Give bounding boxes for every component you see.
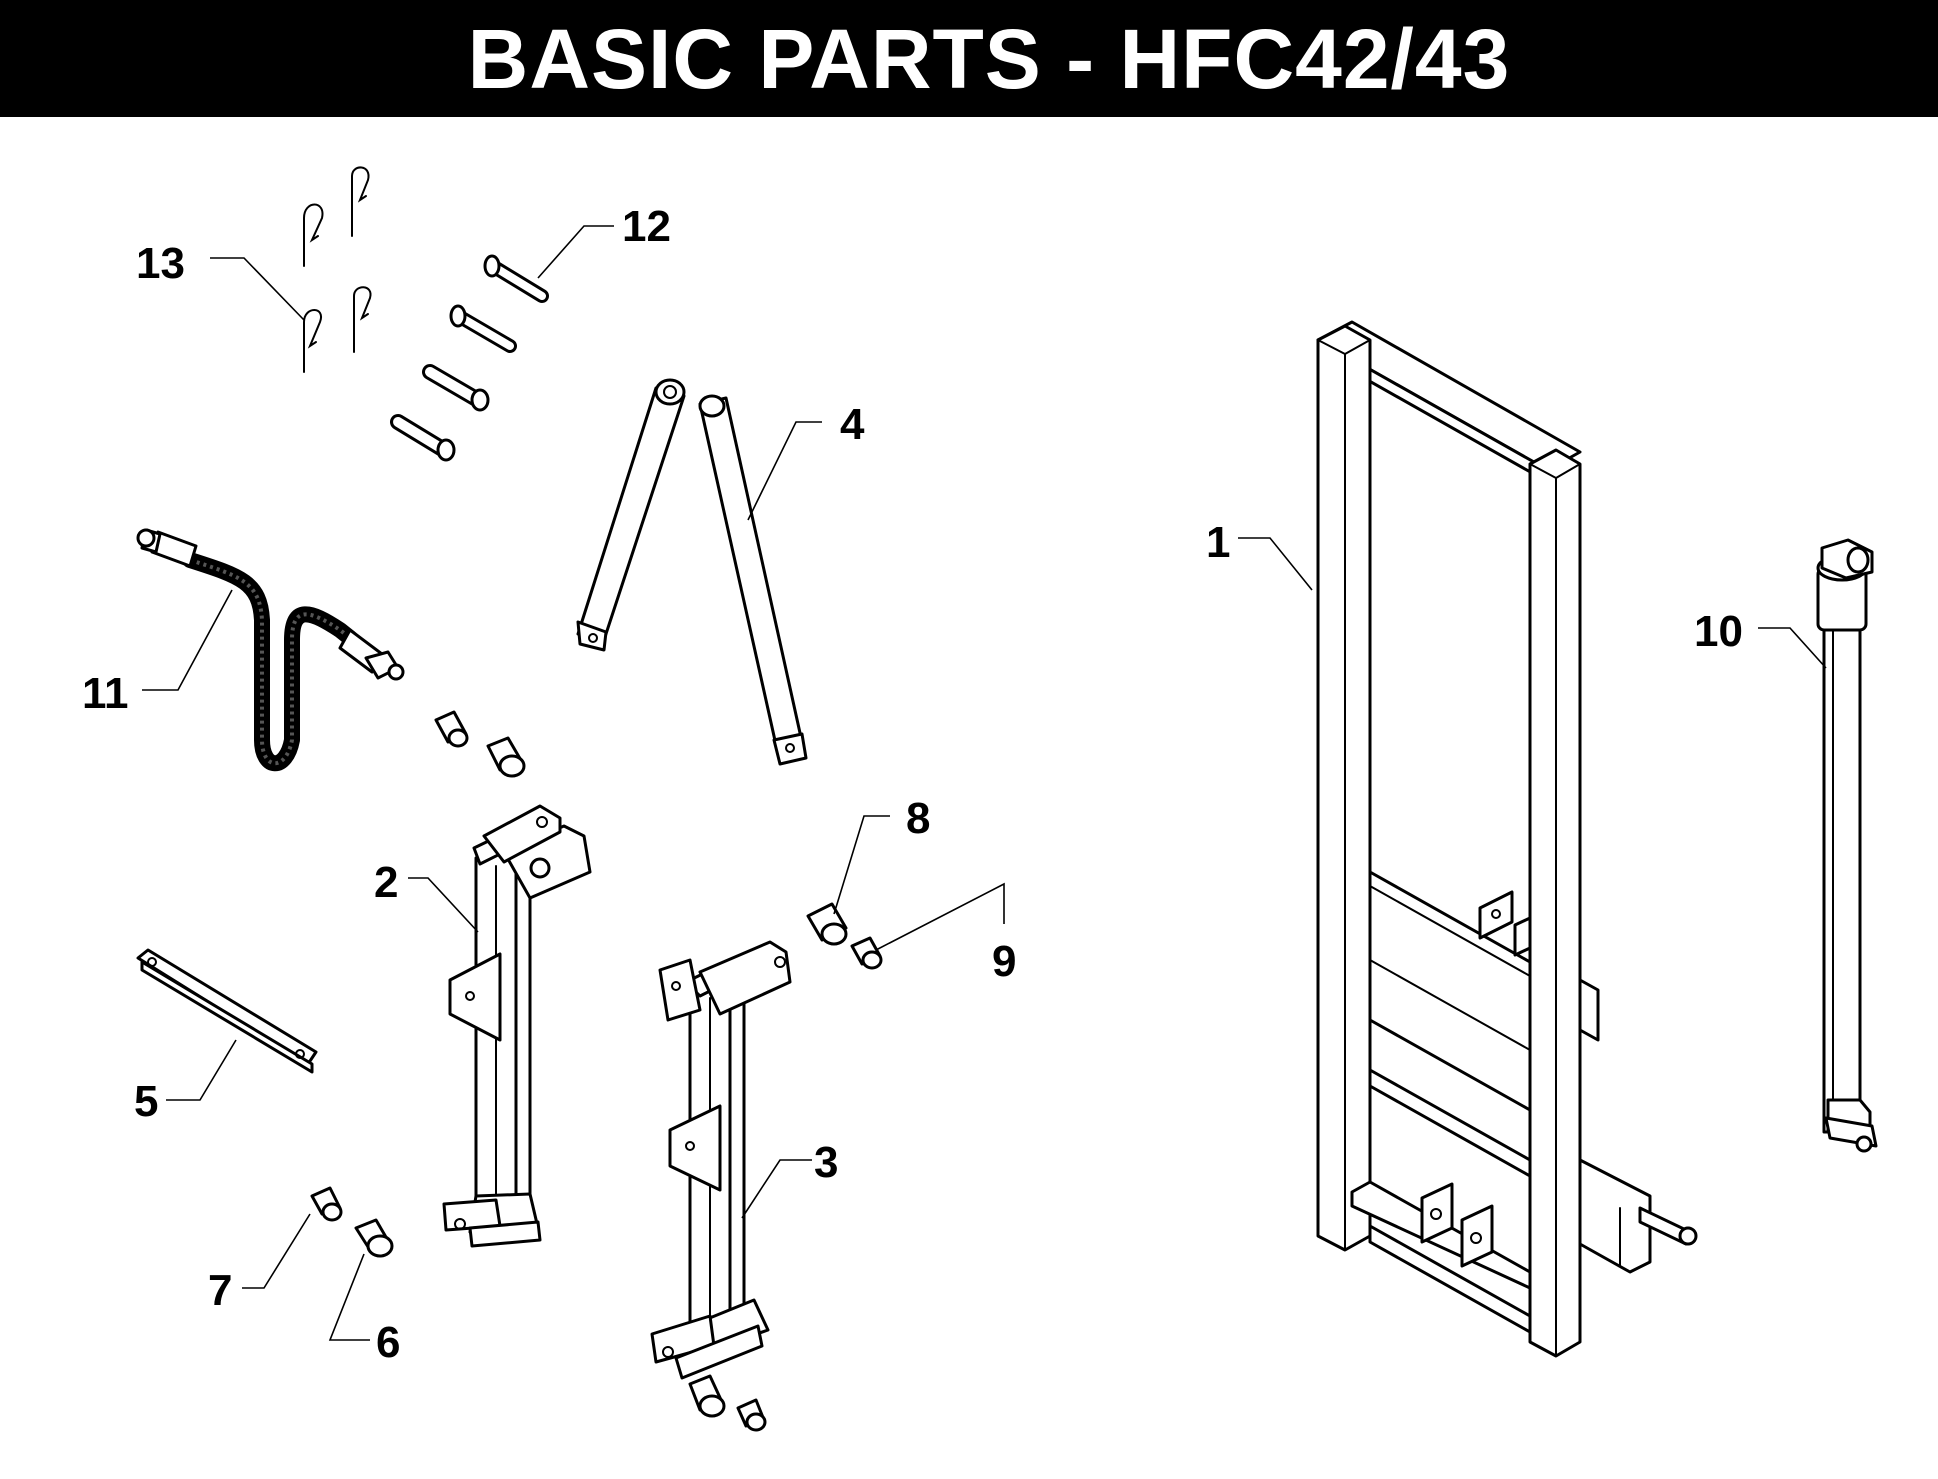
lower-bushings <box>688 1374 767 1432</box>
flat-link <box>136 948 318 1074</box>
callout-11: 11 <box>82 669 129 718</box>
hitch-pin-clips <box>303 166 372 373</box>
left-lift-arm <box>442 804 592 1248</box>
hydraulic-cylinder <box>1816 538 1878 1153</box>
pins <box>390 254 549 462</box>
title-bar: BASIC PARTS - HFC42/43 <box>0 0 1938 117</box>
callout-4: 4 <box>840 400 865 449</box>
leader-5 <box>166 1039 237 1101</box>
hydraulic-hose <box>136 528 405 772</box>
bushings-6-7 <box>310 1186 394 1258</box>
callout-1: 1 <box>1206 518 1230 567</box>
bushings-8-9 <box>806 902 883 970</box>
main-frame <box>1316 320 1698 1358</box>
leader-4 <box>747 421 822 521</box>
leader-7 <box>242 1213 311 1289</box>
leader-6 <box>328 1253 370 1341</box>
leader-12 <box>537 225 614 279</box>
leader-8 <box>833 815 890 915</box>
leader-1 <box>1238 537 1313 591</box>
brace-straps <box>576 378 808 766</box>
page-title: BASIC PARTS - HFC42/43 <box>467 11 1511 106</box>
leader-11 <box>142 589 233 691</box>
callout-9: 9 <box>992 937 1016 986</box>
callout-7: 7 <box>208 1266 232 1315</box>
callout-10: 10 <box>1694 607 1743 656</box>
callout-6: 6 <box>376 1318 400 1367</box>
leader-9 <box>875 882 1005 951</box>
callout-5: 5 <box>134 1077 158 1126</box>
right-lift-arm <box>650 940 792 1380</box>
leader-13 <box>210 257 305 321</box>
leader-10 <box>1758 627 1827 669</box>
upper-bushings <box>434 710 526 778</box>
leader-3 <box>741 1159 812 1219</box>
callout-12: 12 <box>622 202 671 251</box>
callout-3: 3 <box>814 1138 838 1187</box>
callout-13: 13 <box>136 239 185 288</box>
callout-2: 2 <box>374 858 398 907</box>
leader-2 <box>408 877 479 933</box>
callout-8: 8 <box>906 794 930 843</box>
